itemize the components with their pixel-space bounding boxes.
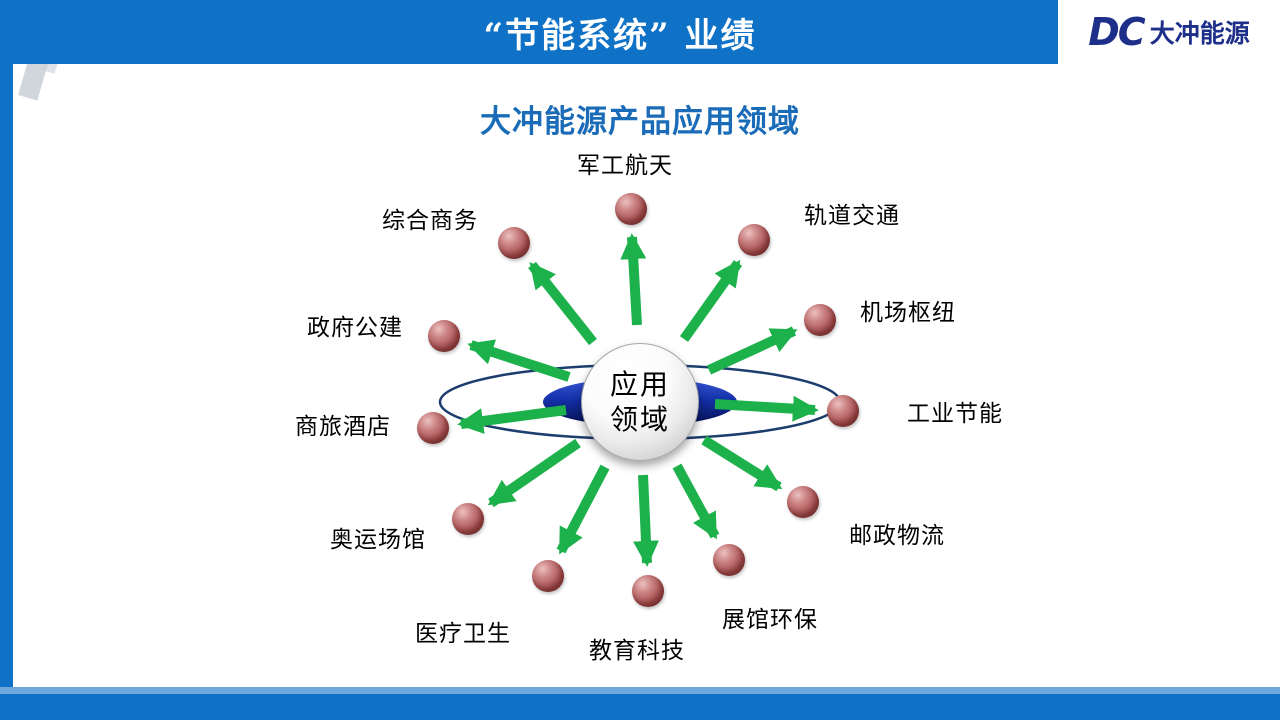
slide-footer bbox=[0, 687, 1280, 720]
node-sphere-zhengfu bbox=[428, 320, 460, 352]
logo-company-name: 大冲能源 bbox=[1149, 19, 1250, 48]
node-sphere-aoyun bbox=[452, 503, 484, 535]
node-sphere-jiaoyu bbox=[632, 575, 664, 607]
left-accent-strip bbox=[0, 0, 13, 720]
node-label: 轨道交通 bbox=[804, 203, 900, 229]
node-sphere-shanglv bbox=[417, 412, 449, 444]
center-text-line2: 领域 bbox=[609, 403, 670, 436]
content-title: 大冲能源产品应用领域 bbox=[480, 104, 800, 139]
node-label: 医疗卫生 bbox=[415, 621, 511, 647]
arrow bbox=[706, 326, 798, 375]
node-label: 机场枢纽 bbox=[860, 300, 956, 326]
node-label: 工业节能 bbox=[907, 401, 1003, 427]
node-label: 展馆环保 bbox=[722, 607, 818, 633]
arrow bbox=[487, 438, 581, 508]
logo-dc-mark: DC bbox=[1088, 10, 1145, 54]
diagram-center: 应用 领域 bbox=[581, 343, 699, 461]
arrow bbox=[714, 395, 819, 422]
arrow bbox=[457, 405, 567, 434]
center-text-line1: 应用 bbox=[609, 368, 670, 401]
arrow bbox=[701, 435, 783, 492]
node-sphere-junggong bbox=[615, 193, 647, 225]
arrow-group bbox=[457, 233, 819, 567]
arrow bbox=[679, 259, 743, 342]
slide-header: “节能系统” 业绩 DC 大冲能源 bbox=[0, 0, 1280, 64]
node-label: 政府公建 bbox=[307, 315, 403, 341]
company-logo: DC 大冲能源 bbox=[1058, 0, 1280, 64]
node-sphere-guidao bbox=[738, 224, 770, 256]
node-label: 综合商务 bbox=[382, 208, 478, 234]
node-sphere-youzheng bbox=[787, 486, 819, 518]
node-sphere-jichang bbox=[804, 304, 836, 336]
node-sphere-zonghe bbox=[498, 227, 530, 259]
arrow bbox=[672, 463, 720, 540]
arrow bbox=[633, 474, 659, 567]
arrow bbox=[620, 233, 647, 326]
node-label: 商旅酒店 bbox=[295, 414, 391, 440]
arrow bbox=[556, 464, 610, 555]
node-label: 教育科技 bbox=[589, 638, 685, 664]
arrow bbox=[528, 261, 597, 346]
node-sphere-zhanguan bbox=[713, 544, 745, 576]
node-sphere-yiliao bbox=[532, 560, 564, 592]
node-sphere-gongye bbox=[827, 395, 859, 427]
footer-light-band bbox=[0, 687, 1280, 694]
node-label: 奥运场馆 bbox=[330, 527, 426, 553]
node-label: 军工航天 bbox=[577, 153, 673, 179]
footer-dark-band bbox=[0, 694, 1280, 720]
slide-title: “节能系统” 业绩 bbox=[483, 15, 757, 56]
node-label: 邮政物流 bbox=[849, 523, 945, 549]
arrow bbox=[467, 339, 571, 382]
